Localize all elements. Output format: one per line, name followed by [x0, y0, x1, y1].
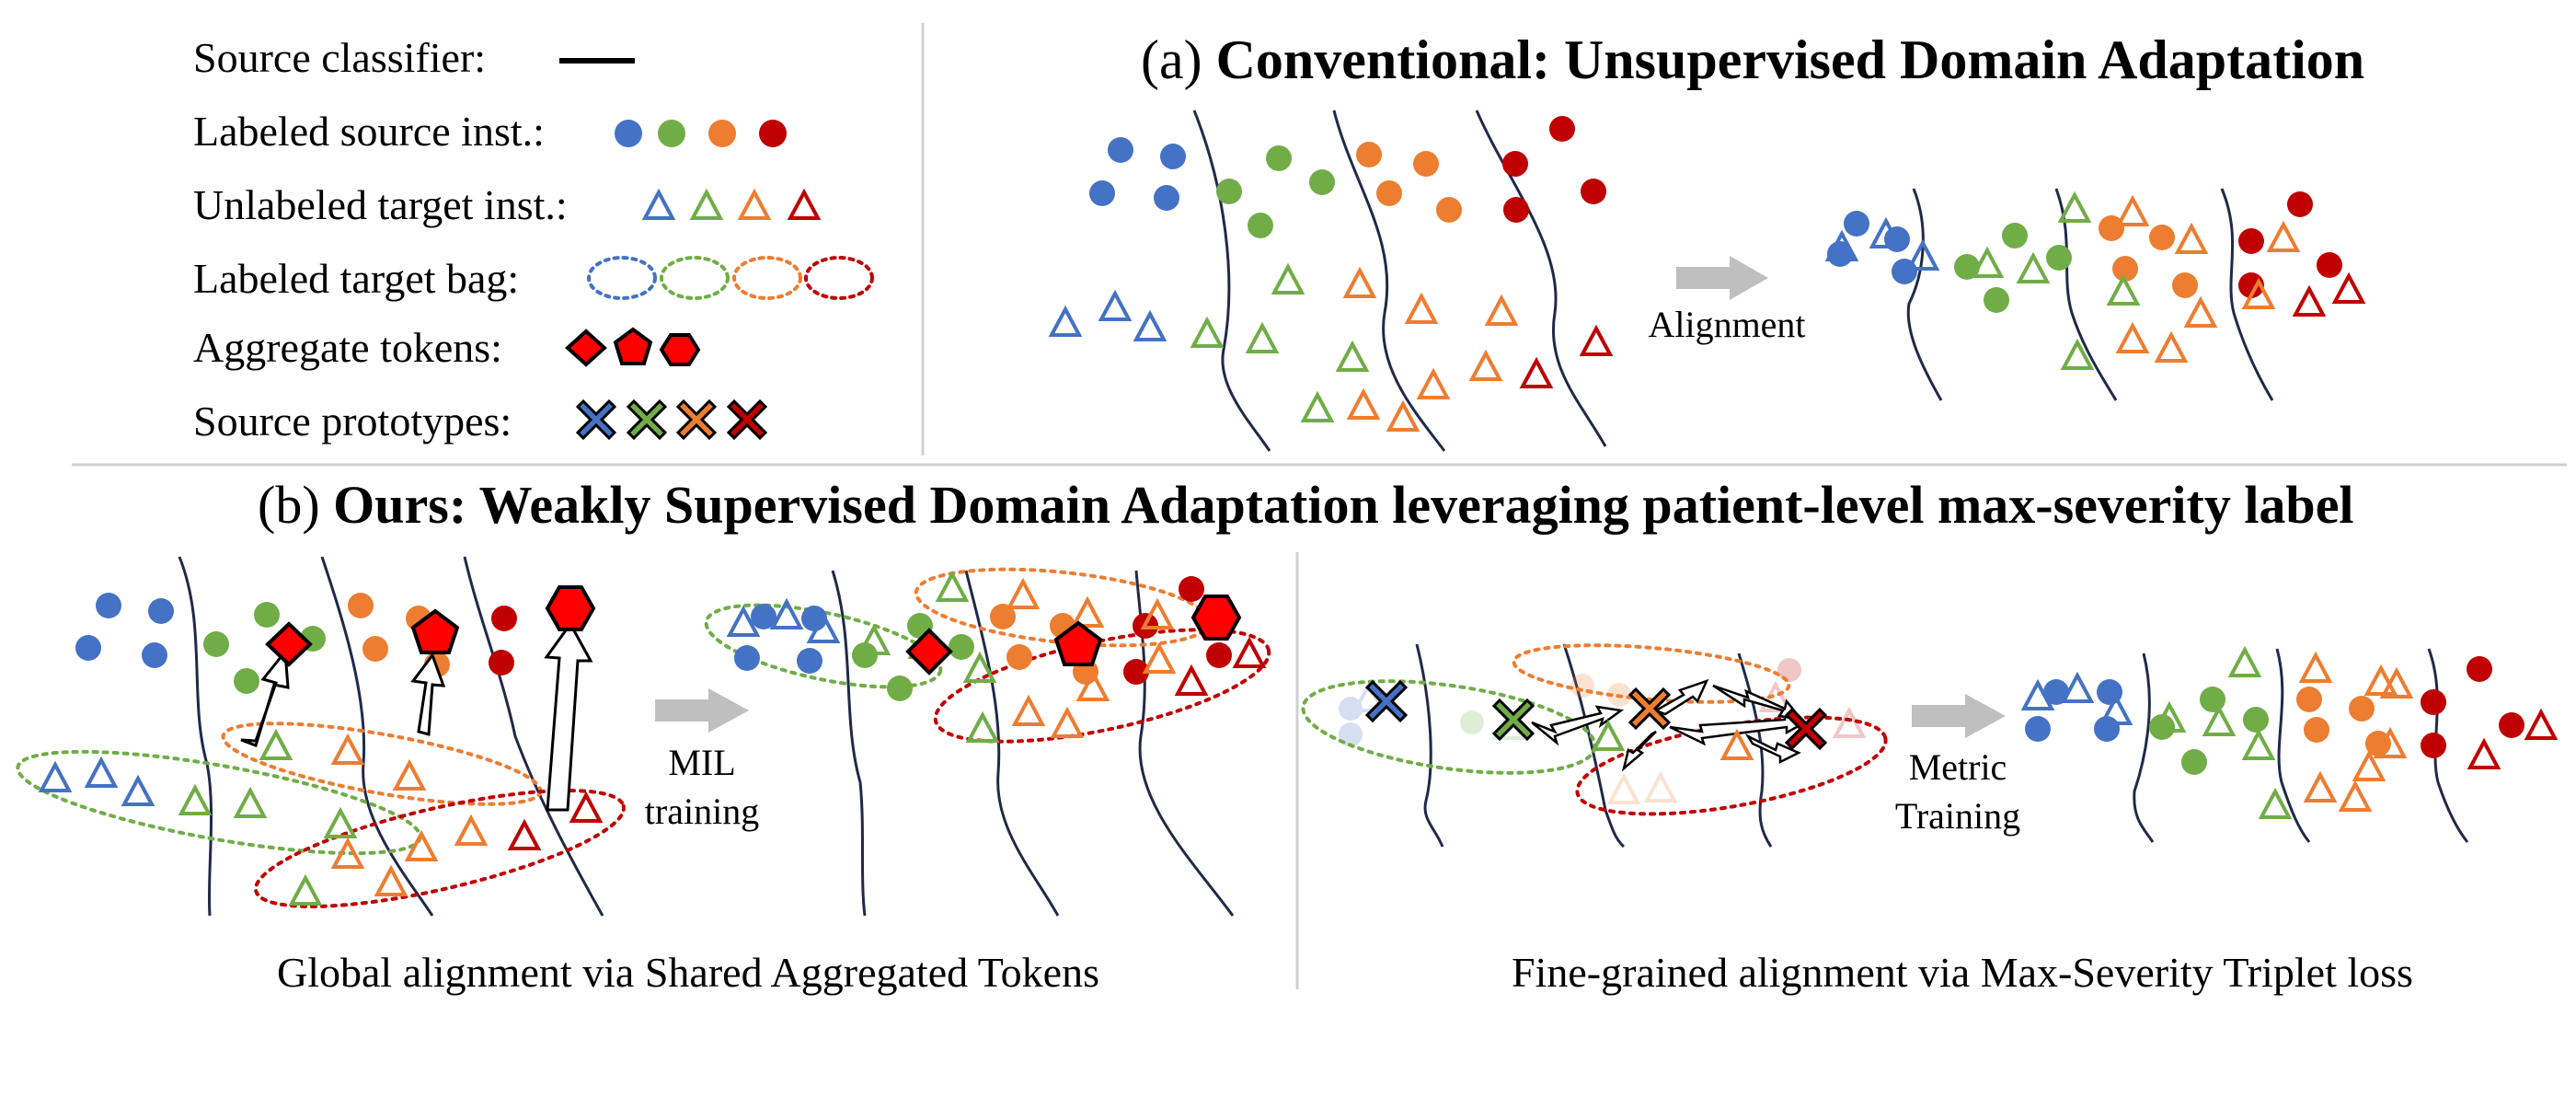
decision-boundaries-b4	[2133, 648, 2469, 843]
alignment-arrow	[1676, 256, 1768, 300]
caption-fine-grained-alignment: Fine-grained alignment via Max-Severity …	[1512, 949, 2413, 996]
metric-label-line1: Metric	[1909, 746, 2007, 788]
source-points-b4	[2025, 656, 2524, 775]
mil-arrows	[240, 621, 593, 812]
unlabeled-target-triangles-icon	[643, 191, 820, 220]
panel-a-before	[1050, 110, 1612, 452]
decision-boundaries-aligned	[1906, 188, 2274, 401]
panel-b-after-mil	[704, 567, 1271, 917]
caption-global-alignment: Global alignment via Shared Aggregated T…	[277, 949, 1099, 996]
panel-b-before-mil	[16, 556, 626, 917]
panel-a-title: (a) Conventional: Unsupervised Domain Ad…	[1141, 29, 2364, 90]
legend-unlabeled-target: Unlabeled target inst.:	[193, 181, 568, 228]
legend-labeled-source: Labeled source inst.:	[193, 108, 545, 155]
source-points	[1089, 116, 1606, 238]
mil-training-arrow	[655, 688, 749, 733]
aggregate-tokens-b1	[265, 585, 596, 667]
source-prototypes-icon	[575, 398, 768, 441]
aligned-source-points	[1827, 191, 2342, 313]
mil-label-line1: MIL	[668, 742, 735, 783]
decision-boundaries-b2	[831, 570, 1235, 917]
legend: Source classifier: Labeled source inst.:…	[193, 34, 874, 445]
panel-b-before-metric	[1301, 643, 1888, 849]
legend-source-prototypes: Source prototypes:	[193, 398, 512, 445]
aggregate-tokens-icon	[565, 327, 701, 367]
panel-b-title: (b) Ours: Weakly Supervised Domain Adapt…	[258, 475, 2354, 535]
decision-boundaries-b1	[178, 556, 604, 917]
legend-source-classifier: Source classifier:	[193, 34, 486, 81]
source-points-b1	[75, 593, 517, 694]
labeled-source-dots-icon	[615, 120, 787, 147]
metric-label-line2: Training	[1895, 795, 2020, 837]
alignment-label: Alignment	[1648, 304, 1805, 345]
bags-b1	[16, 722, 626, 908]
triplet-arrows	[1531, 678, 1808, 772]
panel-b-after-metric	[2022, 648, 2557, 843]
mil-label-line2: training	[645, 791, 759, 832]
panel-a-after	[1826, 188, 2364, 401]
legend-aggregate-tokens: Aggregate tokens:	[193, 324, 502, 371]
legend-labeled-bag: Labeled target bag:	[193, 255, 519, 302]
aggregate-tokens-b2	[905, 595, 1242, 676]
target-points	[1050, 265, 1612, 432]
decision-boundaries-b3	[1415, 643, 1773, 849]
source-prototypes-b3	[1364, 679, 1828, 751]
metric-training-arrow	[1912, 694, 2006, 738]
decision-boundaries	[1192, 110, 1607, 452]
labeled-bag-ellipses-icon	[587, 256, 874, 300]
